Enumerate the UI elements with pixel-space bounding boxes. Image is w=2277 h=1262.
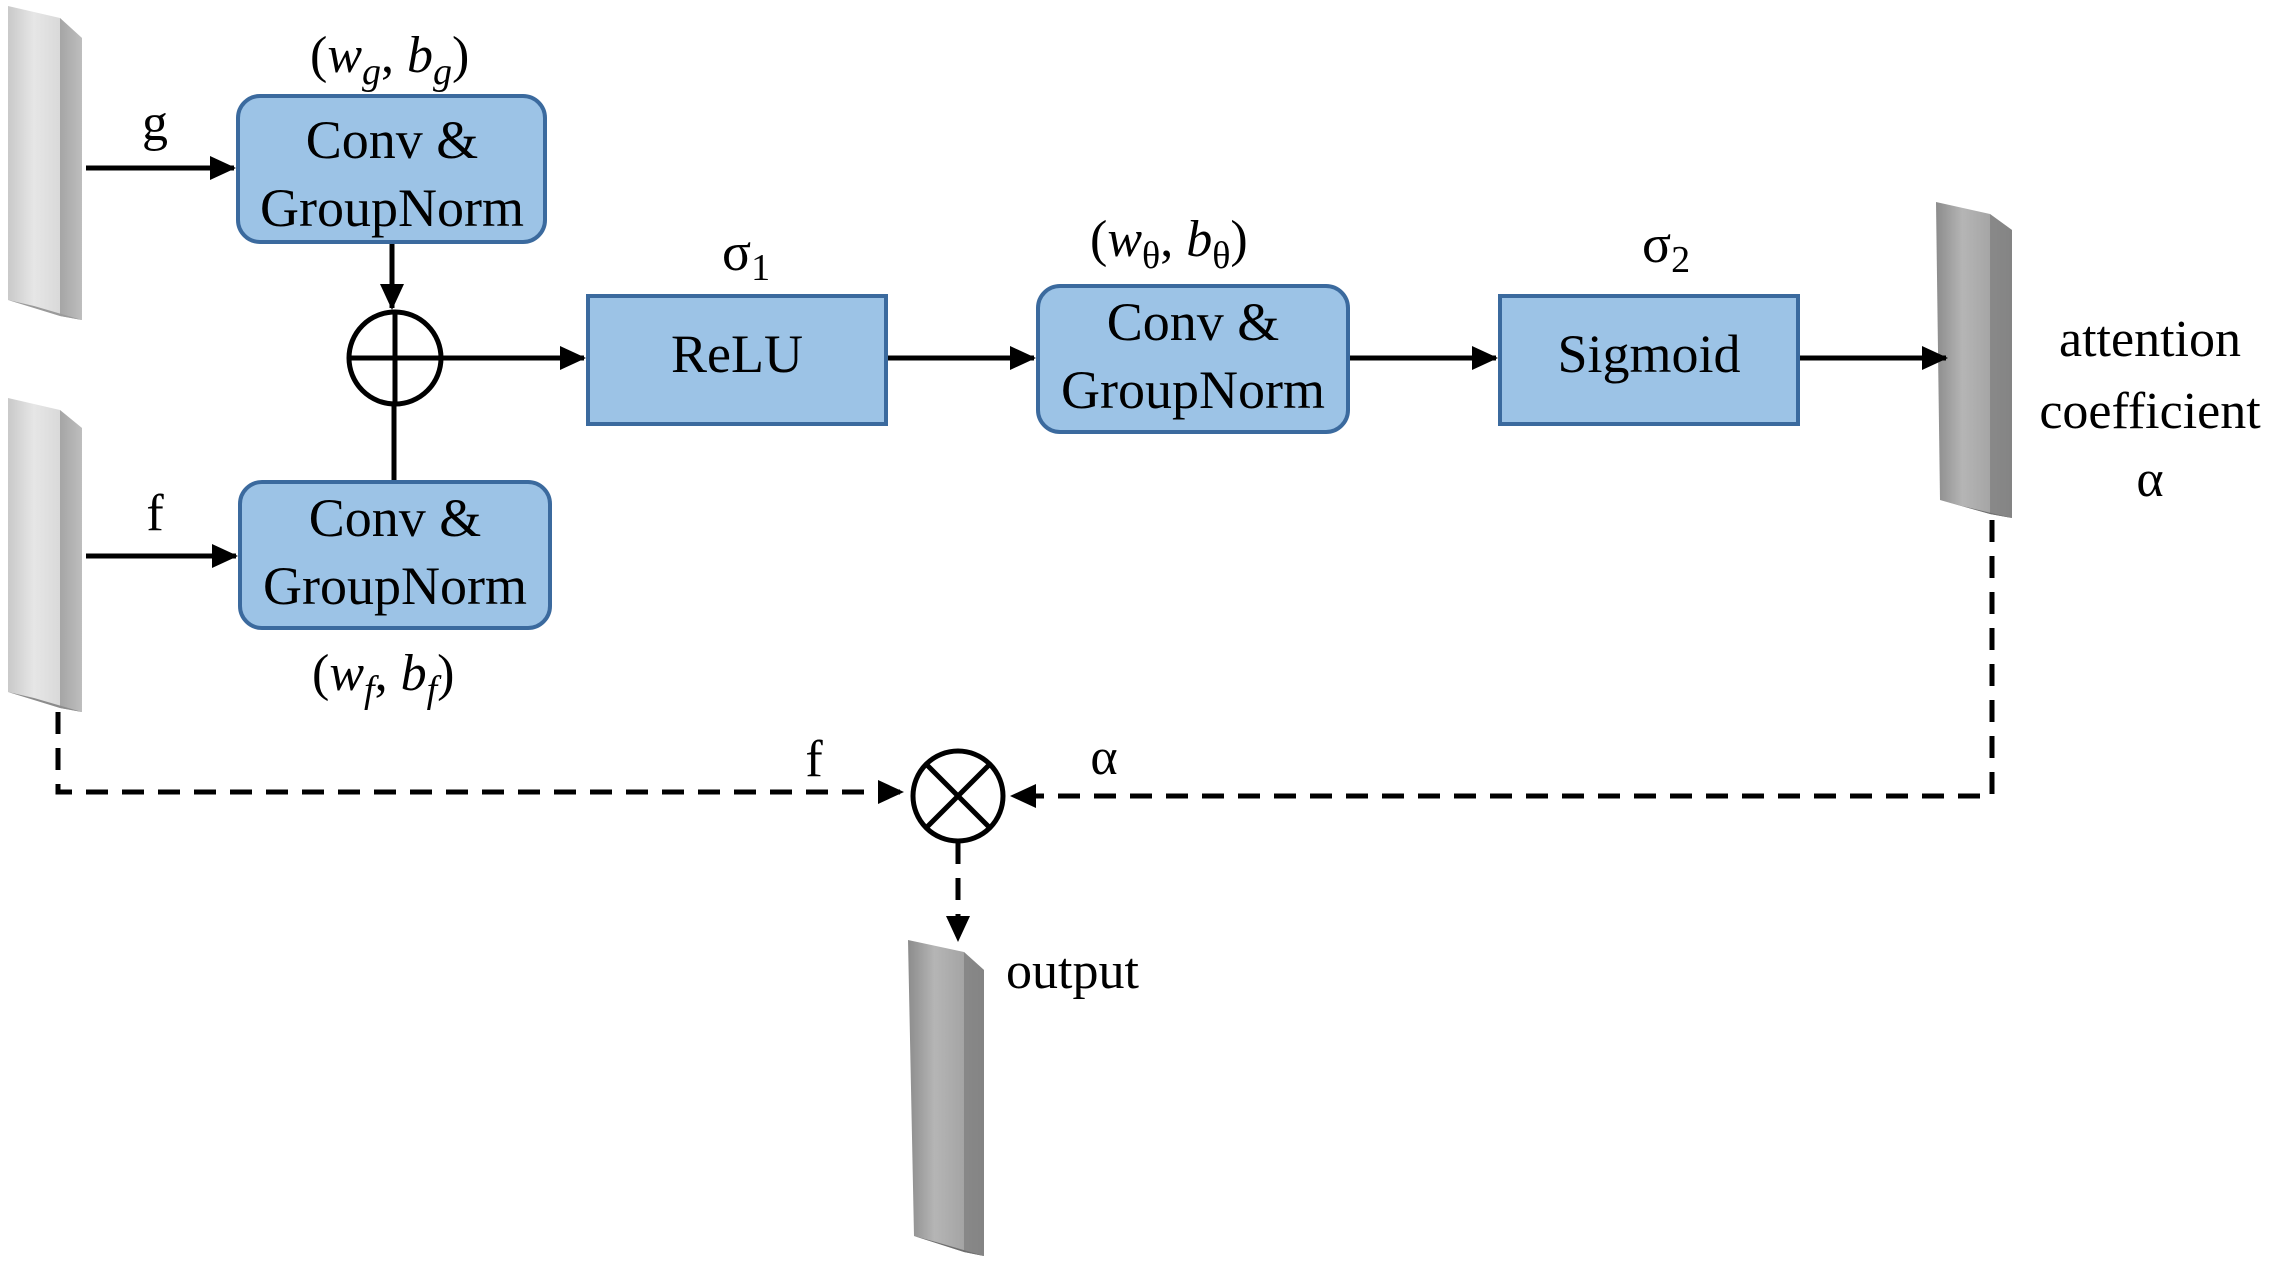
input-f-label: f (146, 485, 164, 542)
attention-line3: α (2136, 451, 2163, 508)
conv-g-line1: Conv & (306, 110, 479, 170)
conv-f-line2: GroupNorm (263, 556, 527, 616)
params-g-label: (wg, bg) (310, 27, 469, 93)
sigma1-label: σ1 (722, 222, 770, 289)
attention-map (1936, 202, 2012, 518)
output-map (908, 940, 984, 1256)
output-label: output (1006, 943, 1139, 1000)
conv-groupnorm-f-box (238, 480, 552, 630)
conv-theta-line2: GroupNorm (1061, 360, 1325, 420)
sigma2-label: σ2 (1642, 214, 1690, 281)
relu-label: ReLU (671, 324, 803, 384)
conv-groupnorm-theta-box (1036, 284, 1350, 434)
multiply-node (910, 748, 1006, 844)
params-f-label: (wf, bf) (312, 645, 454, 711)
feature-map-f (8, 398, 82, 712)
multiply-alpha-label: α (1090, 729, 1117, 786)
feature-map-g (8, 6, 82, 320)
sigmoid-label: Sigmoid (1557, 324, 1740, 384)
sigmoid-box (1498, 294, 1800, 426)
sum-node (346, 309, 444, 407)
attention-line1: attention (2059, 311, 2241, 368)
conv-theta-line1: Conv & (1107, 292, 1280, 352)
conv-g-line2: GroupNorm (260, 178, 524, 238)
dashed-alpha-to-multiply (1010, 520, 1995, 808)
input-g-label: g (142, 95, 168, 152)
multiply-f-label: f (805, 731, 823, 788)
conv-groupnorm-g-box (236, 94, 547, 244)
dashed-f-to-multiply (55, 712, 904, 804)
params-theta-label: (wθ, bθ) (1090, 211, 1248, 277)
relu-box (586, 294, 888, 426)
attention-line2: coefficient (2039, 383, 2261, 440)
conv-f-line1: Conv & (309, 488, 482, 548)
